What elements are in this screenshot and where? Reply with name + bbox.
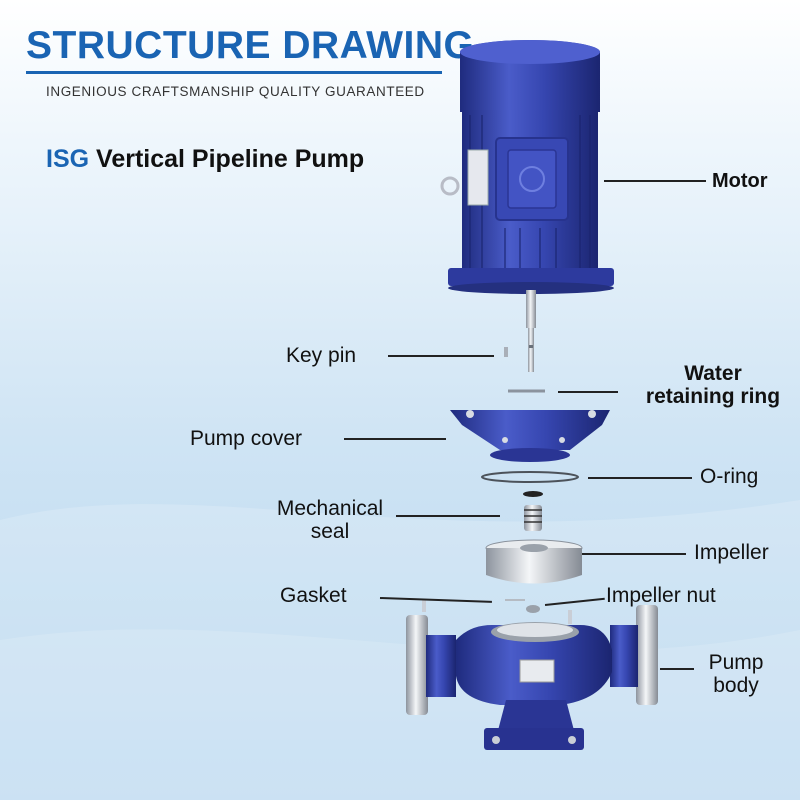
label-water-ring-line2: retaining ring [645, 384, 781, 408]
label-mechanical-seal: Mechanical seal [262, 497, 398, 543]
title-underline [26, 71, 442, 74]
water-ring-leader-line [558, 391, 618, 393]
pump-cover-part [450, 410, 610, 462]
label-water-retaining-ring: Water retaining ring [632, 362, 794, 408]
product-name: Vertical Pipeline Pump [96, 145, 365, 173]
label-pump-body-line1: Pump [708, 651, 764, 674]
key-pin-leader-line [388, 355, 494, 357]
label-water-ring-line1: Water [684, 362, 742, 385]
label-mech-seal-line2: seal [310, 519, 350, 543]
motor-leader-line [604, 180, 706, 182]
pump-body-part [406, 600, 658, 750]
key-pin-part [504, 347, 508, 357]
label-pump-cover: Pump cover [190, 427, 303, 450]
impeller-part [485, 539, 583, 584]
label-key-pin: Key pin [286, 344, 357, 367]
label-mech-seal-line1: Mechanical [276, 497, 384, 520]
label-pump-body-line2: body [713, 673, 759, 697]
label-gasket: Gasket [280, 584, 347, 607]
product-brand: ISG [46, 145, 90, 173]
label-o-ring: O-ring [700, 465, 759, 488]
motor-shaft [526, 290, 536, 372]
mechanical-seal-part [523, 491, 543, 531]
label-impeller: Impeller [694, 541, 769, 564]
product-title: ISG Vertical Pipeline Pump [46, 147, 364, 172]
motor [440, 40, 614, 294]
pump-body-leader-line [660, 668, 694, 670]
label-motor: Motor [712, 170, 768, 192]
mechanical-seal-leader-line [396, 515, 500, 517]
impeller-nut-part [526, 605, 540, 613]
impeller-leader-line [582, 553, 686, 555]
label-impeller-nut: Impeller nut [606, 584, 716, 607]
label-pump-body: Pump body [696, 651, 776, 697]
o-ring-leader-line [588, 477, 692, 479]
page-title: STRUCTURE DRAWING [26, 24, 475, 67]
pump-cover-leader-line [344, 438, 446, 440]
o-ring-part [481, 471, 579, 483]
page-subtitle: INGENIOUS CRAFTSMANSHIP QUALITY GUARANTE… [46, 84, 425, 99]
